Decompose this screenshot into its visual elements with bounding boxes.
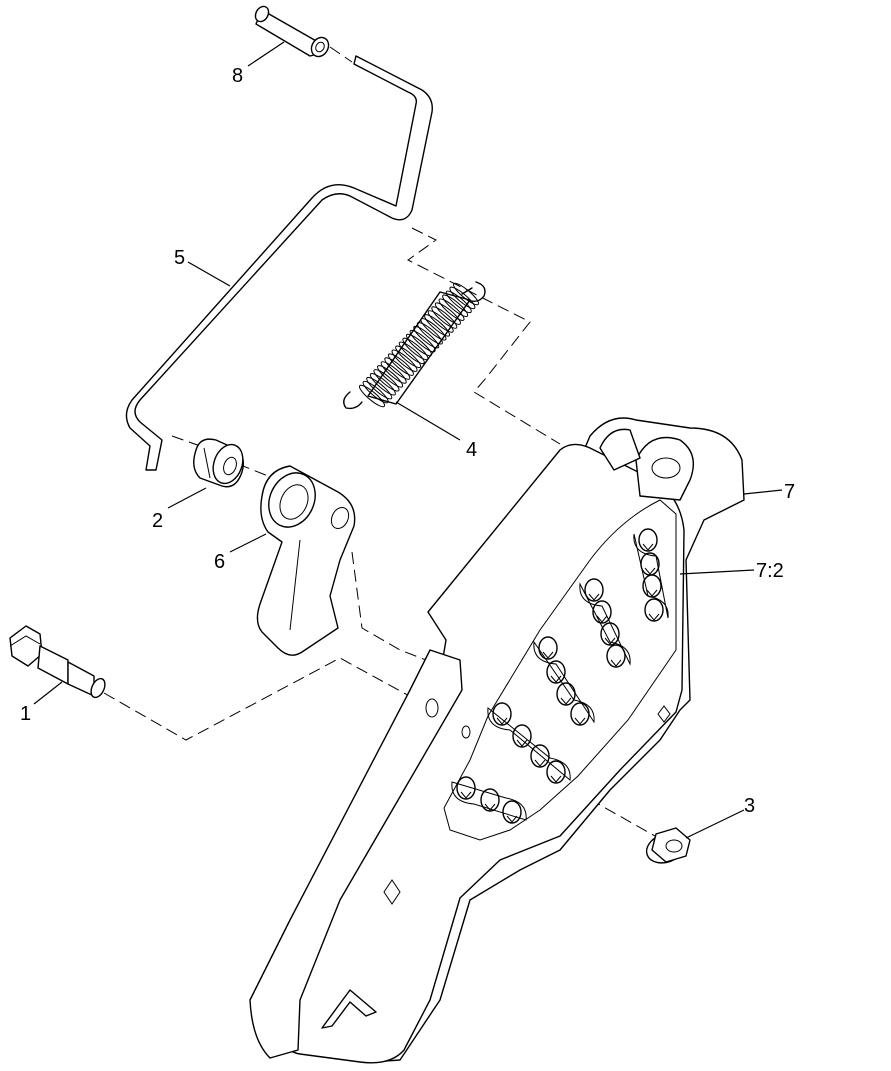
part-4-spring [343,281,486,410]
spring-coil [449,286,476,310]
grip-hole-edge [648,613,660,621]
grip-hole-edge [506,815,518,823]
spring-coil [445,290,472,314]
grip-hole-edge [496,717,508,725]
grip-hole [584,578,604,602]
grip-hole-edge [484,803,496,811]
spring-coil [387,353,414,376]
grip-hole-edge [610,659,622,667]
grip-hole [502,800,522,824]
spring-coil [369,372,396,396]
grip-hole [556,682,576,706]
callout-2: 2 [152,510,163,532]
spring-coil [416,321,443,345]
grip-hole-edge [550,775,562,783]
grip-slot-outline [579,582,631,666]
grip-slots [451,528,669,824]
spring-coil [434,302,461,325]
spring-coil [431,306,458,329]
grip-hole [638,528,658,552]
leader-lines [33,41,783,839]
grip-hole [606,644,626,668]
grip-hole [480,788,500,812]
spring-coil [391,349,418,372]
grip-slot-outline [451,781,527,821]
spring-coil [366,376,393,400]
grip-hole [530,744,550,768]
part-3-nut [645,827,691,864]
part-6-lever [256,465,356,656]
grip-slot-outline [633,533,669,619]
part-8-sleeve [254,5,330,58]
spring-coil [377,365,404,388]
grip-slot-outline [487,707,571,781]
grip-hole [456,776,476,800]
callout-8: 8 [232,65,243,87]
grip-hole-edge [460,791,472,799]
callout-7: 7 [784,481,795,503]
spring-coil [398,341,425,365]
grip-hole [538,636,558,660]
spring-coil [358,384,386,408]
grip-slot-outline [533,640,595,724]
grip-hole-edge [596,615,608,623]
callout-7-2: 7:2 [756,560,784,582]
grip-hole-edge [588,593,600,601]
callout-5: 5 [174,247,185,269]
grip-hole-edge [574,717,586,725]
grip-hole [546,760,566,784]
spring-coil [442,294,469,318]
grip-hole-edge [604,637,616,645]
part-2-bushing [193,438,245,488]
spring-coil [438,298,465,321]
spring-coil [380,361,407,384]
callout-1: 1 [20,703,31,725]
grip-hole-edge [560,697,572,705]
spring-coil [413,325,440,349]
spring-coil [384,357,411,380]
callout-4: 4 [466,439,477,461]
spring-coil [427,310,454,333]
part-1-bolt [9,625,106,699]
spring-coil [395,345,422,369]
grip-hole [644,598,664,622]
callout-3: 3 [744,795,755,817]
grip-hole-edge [534,759,546,767]
grip-hole [570,702,590,726]
spring-coil [373,369,400,392]
part-5-rod [125,55,433,471]
grip-hole-edge [542,651,554,659]
grip-hole [492,702,512,726]
grip-hole-edge [516,739,528,747]
spring-coil [409,329,436,353]
callout-6: 6 [214,551,225,573]
grip-hole-edge [646,589,658,597]
grip-hole-edge [644,567,656,575]
grip-hole-edge [642,543,654,551]
spring-coil [452,282,480,306]
